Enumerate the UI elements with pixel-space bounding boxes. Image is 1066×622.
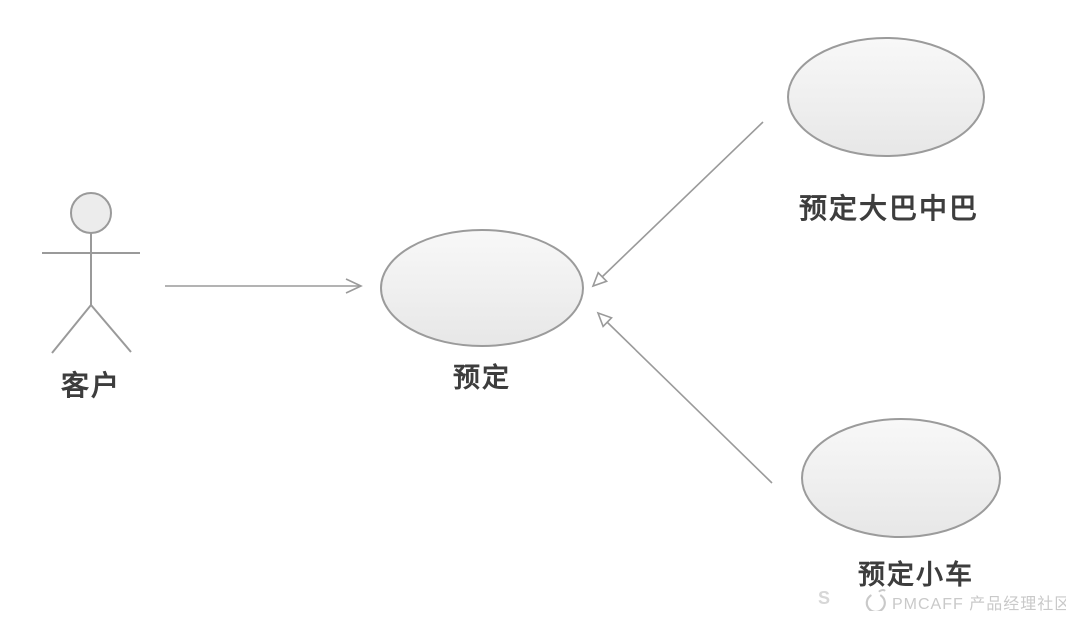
open-arrowhead-icon [345, 278, 363, 294]
actor-icon [42, 192, 140, 354]
watermark-label: PMCAFF 产品经理社区 [892, 596, 1066, 613]
hollow-triangle-arrowhead-icon [596, 311, 613, 328]
actor-label: 客户 [60, 370, 121, 401]
usecase-ellipse-center [380, 229, 584, 347]
usecase-ellipse-top-right [787, 37, 985, 157]
usecase-ellipse-bottom-right [801, 418, 1001, 538]
hollow-triangle-arrowhead-icon [591, 271, 609, 288]
usecase-label-center: 预定 [453, 363, 511, 393]
actor-left-leg [51, 304, 92, 354]
usecase-label-bottom-right: 预定小车 [858, 560, 974, 590]
watermark-logo-icon [865, 588, 886, 611]
usecase-label-top-right: 预定大巴中巴 [798, 193, 979, 224]
actor-head [70, 192, 112, 234]
connector-actor-to-center [165, 278, 363, 294]
connector-topright-to-center [591, 121, 764, 288]
watermark-stray-letter: S [818, 588, 831, 608]
watermark: S PMCAFF 产品经理社区 [812, 586, 1066, 613]
connector-bottomright-to-center [596, 311, 773, 484]
actor-right-leg [90, 304, 132, 353]
